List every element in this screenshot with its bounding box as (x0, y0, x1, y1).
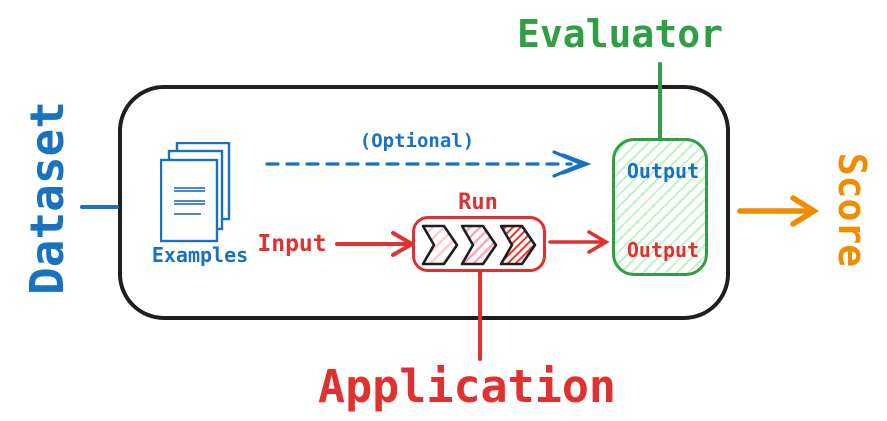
system-boundary-box (118, 85, 730, 320)
application-connector-line (478, 271, 482, 361)
run-box (412, 216, 546, 272)
evaluator-label: Evaluator (517, 12, 723, 56)
score-label: Score (830, 152, 874, 268)
optional-dashed-arrow-icon (265, 150, 592, 178)
optional-label: (Optional) (359, 130, 475, 152)
evaluator-output-label: Output (626, 159, 700, 183)
run-steps-chevrons-icon (421, 224, 537, 266)
input-arrow-icon (335, 231, 416, 257)
score-arrow-icon (737, 195, 820, 227)
input-label: Input (257, 231, 327, 257)
examples-documents-icon (160, 142, 231, 243)
evaluator-connector-line (658, 62, 662, 139)
examples-label: Examples (151, 243, 249, 267)
dataset-connector-line (80, 205, 119, 209)
dataset-label: Dataset (20, 101, 74, 295)
run-label: Run (458, 190, 498, 215)
evaluator-output-box: Output Output (612, 138, 708, 276)
app-output-label: Output (626, 238, 700, 262)
run-output-arrow-icon (548, 230, 610, 254)
application-label: Application (317, 360, 616, 413)
